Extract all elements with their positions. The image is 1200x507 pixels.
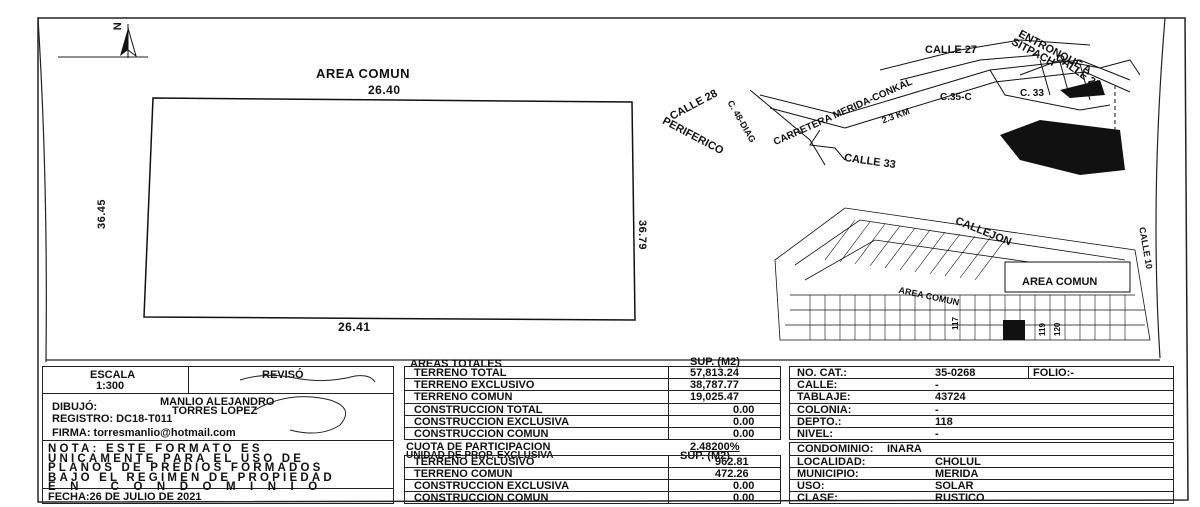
cadastral-label: COLONIA:	[797, 404, 852, 416]
areas-sup-header: SUP. (M2)	[690, 356, 740, 368]
subdivision-label-120: 120	[1053, 322, 1062, 336]
cadastral-label: NIVEL:	[797, 428, 834, 440]
cadastral-value: 35-0268	[935, 367, 976, 379]
firma-text: FIRMA: torresmanlio@hotmail.com	[52, 427, 236, 439]
dibujo-name-2: TORRES LOPEZ	[172, 405, 258, 417]
folio-text: FOLIO:-	[1033, 367, 1074, 379]
plot-outline	[143, 97, 636, 321]
nota-line: PLANOS DE PREDIOS FORMADOS	[48, 462, 324, 474]
north-label: N	[112, 21, 125, 31]
dibujo-signature-icon	[254, 396, 347, 434]
nota-line: NOTA: ESTE FORMATO ES	[48, 443, 263, 455]
areas-row-label: CONSTRUCCION EXCLUSIVA	[414, 416, 570, 428]
cadastral-value: 118	[935, 416, 953, 428]
unit-row-value: 0.00	[733, 492, 755, 504]
condominio-label: CONDOMINIO:	[797, 443, 874, 455]
north-arrow-icon	[108, 20, 148, 60]
unit-row-value: 472.26	[715, 468, 749, 480]
cadastral2-value: CHOLUL	[935, 456, 981, 468]
cadastral-label: CALLE:	[797, 379, 838, 391]
condominio-value: INARA	[887, 443, 922, 455]
subdivision-map	[774, 207, 1151, 341]
plot-right-dimension: 36.79	[636, 220, 648, 251]
areas-row-value: 0.00	[733, 416, 755, 428]
cadastral2-value: RUSTICO	[935, 492, 985, 504]
unit-row-value: 962.81	[715, 456, 749, 468]
plot-bottom-dimension: 26.41	[338, 320, 371, 334]
area-comun-title: AREA COMUN	[316, 66, 411, 81]
plot-top-dimension: 26.40	[368, 83, 401, 97]
cuota-label: CUOTA DE PARTICIPACION	[406, 441, 551, 453]
areas-row-label: TERRENO COMUN	[414, 391, 513, 403]
dibujo-label: DIBUJÓ:	[52, 401, 98, 413]
areas-row-value: 19,025.47	[690, 391, 739, 403]
nota-line: UNICAMENTE PARA EL USO DE	[48, 452, 305, 465]
subdivision-label-117: 117	[951, 317, 960, 330]
cadastral2-value: SOLAR	[935, 480, 974, 492]
unit-row-label: CONSTRUCCION COMUN	[414, 492, 549, 504]
areas-row-value: 57,813.24	[690, 367, 739, 379]
escala-label: ESCALA	[90, 369, 136, 381]
unit-row-label: TERRENO COMUN	[414, 468, 513, 480]
cadastral2-value: MERIDA	[935, 468, 979, 480]
registro-text: REGISTRO: DC18-T011	[52, 413, 173, 425]
unit-row-label: TERRENO EXCLUSIVO	[414, 456, 535, 468]
cadastral-label: DEPTO.:	[797, 416, 842, 428]
reviso-signature-icon	[239, 374, 376, 383]
cuota-value: 2.48200%	[690, 441, 740, 453]
cadastral2-label: LOCALIDAD:	[797, 456, 866, 468]
cadastral-label: NO. CAT.:	[797, 367, 847, 379]
escala-value: 1:300	[96, 380, 125, 392]
map-label-c35c: C.35-C	[940, 92, 972, 103]
cadastral-label: TABLAJE:	[797, 391, 851, 403]
unit-row-value: 0.00	[733, 480, 755, 492]
cadastral-value: -	[935, 428, 939, 440]
areas-row-label: TERRENO TOTAL	[414, 367, 507, 379]
unit-row-label: CONSTRUCCION EXCLUSIVA	[414, 480, 570, 492]
dibujo-name-1: MANLIO ALEJANDRO	[160, 396, 275, 408]
areas-row-value: 0.00	[733, 428, 755, 440]
title-block-left	[42, 366, 394, 504]
location-map	[749, 39, 1141, 175]
nota-line: EN CONDOMINIO	[48, 481, 332, 493]
cadastral-value: -	[935, 404, 939, 416]
cadastral2-label: MUNICIPIO:	[797, 468, 859, 480]
map-label-c33: C. 33	[1020, 88, 1044, 99]
cadastral2-label: USO:	[797, 480, 825, 492]
subdivision-label-area-comun-1: AREA COMUN	[1022, 276, 1098, 288]
subdivision-label-119: 119	[1038, 323, 1047, 336]
cadastral2-label: CLASE:	[797, 492, 838, 504]
areas-row-label: CONSTRUCCION COMUN	[414, 428, 549, 440]
cadastral-value: -	[935, 379, 939, 391]
cadastral-table-2	[789, 442, 1174, 504]
areas-row-value: 0.00	[733, 404, 755, 416]
areas-row-label: CONSTRUCCION TOTAL	[414, 404, 543, 416]
plot-left-dimension: 36.45	[96, 198, 109, 230]
cadastral-value: 43724	[935, 391, 966, 403]
fecha-text: FECHA:26 DE JULIO DE 2021	[48, 491, 202, 503]
areas-row-label: TERRENO EXCLUSIVO	[414, 379, 535, 391]
nota-block: NOTA: ESTE FORMATO ES UNICAMENTE PARA EL…	[48, 443, 388, 493]
map-label-calle27: CALLE 27	[925, 44, 977, 56]
nota-line: BAJO EL REGIMEN DE PROPIEDAD	[48, 471, 335, 484]
areas-header: AREAS TOTALES	[410, 358, 502, 370]
areas-row-value: 38,787.77	[690, 379, 739, 391]
unidad-sup-header: SUP. (M2)	[680, 450, 730, 462]
